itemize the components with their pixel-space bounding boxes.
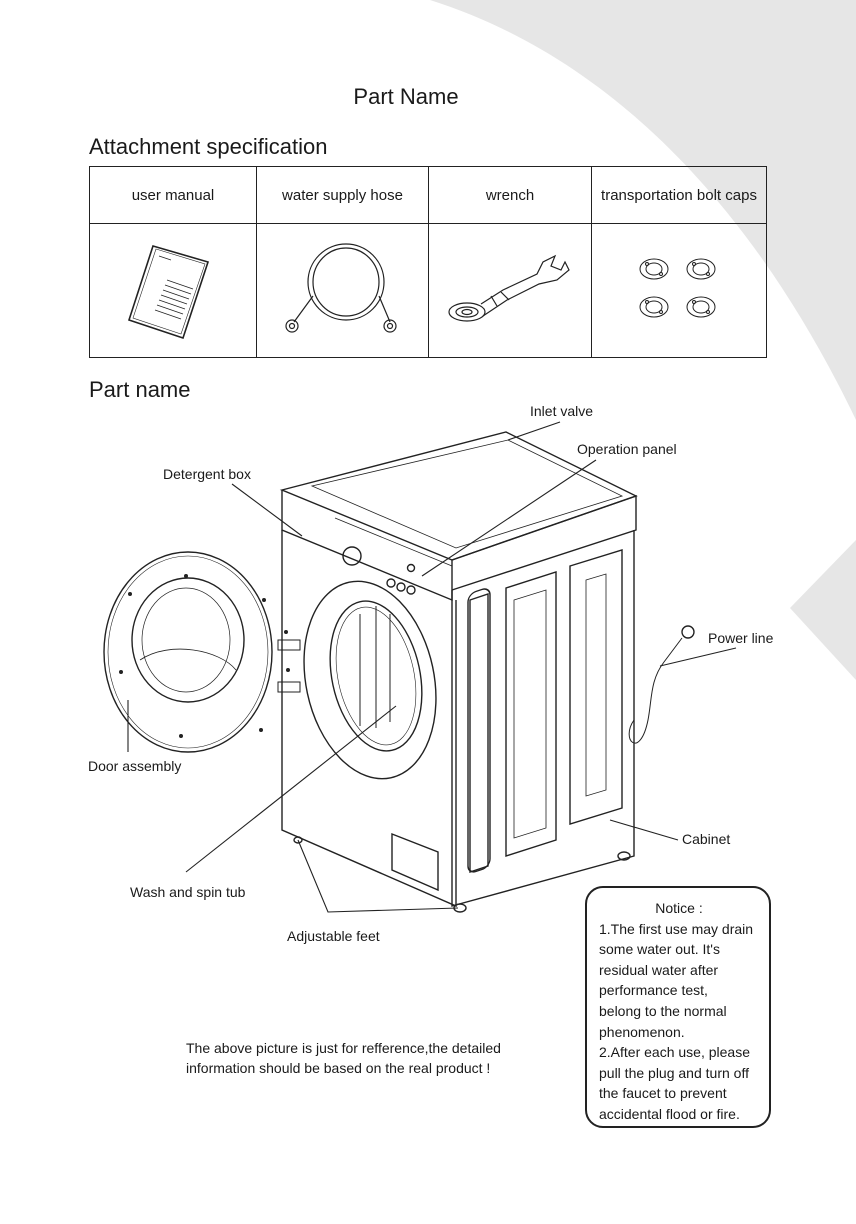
col-header-user-manual: user manual <box>89 166 257 224</box>
cell-water-hose <box>256 223 429 358</box>
page-title: Part Name <box>353 84 459 109</box>
notice-line: some water out. It's <box>599 941 720 958</box>
program-dial <box>342 546 362 566</box>
label-operation-panel: Operation panel <box>577 441 677 457</box>
notice-title: Notice : <box>655 900 703 916</box>
notice-box: Notice : 1.The first use may drain some … <box>585 886 771 1128</box>
notice-line: phenomenon. <box>599 1023 685 1040</box>
notice-line: residual water after <box>599 961 719 978</box>
cell-user-manual <box>89 223 257 358</box>
cell-bolt-caps <box>591 223 767 358</box>
leader-wash-tub <box>185 705 397 873</box>
door <box>103 551 273 753</box>
leader-operation-panel <box>421 459 597 577</box>
label-adjustable-feet: Adjustable feet <box>287 928 380 944</box>
label-wash-spin-tub: Wash and spin tub <box>130 884 246 900</box>
attachment-header-row: user manual water supply hose wrench tra… <box>89 166 767 224</box>
leader-feet <box>297 839 459 913</box>
label-power-line: Power line <box>708 630 774 646</box>
parts-heading: Part name <box>89 377 191 402</box>
attachment-table: user manual water supply hose wrench tra… <box>89 166 767 358</box>
label-detergent-box: Detergent box <box>163 466 251 482</box>
notice-line: 1.The first use may drain <box>599 920 754 937</box>
drum-opening <box>303 580 437 780</box>
disclaimer-line-2: information should be based on the real … <box>186 1060 491 1076</box>
machine-front <box>281 530 457 908</box>
notice-line: 2.After each use, please <box>599 1044 750 1061</box>
filter-hatch <box>391 832 439 892</box>
attachment-image-row <box>89 223 767 358</box>
notice-line: the faucet to prevent <box>599 1085 727 1102</box>
control-panel <box>281 490 453 602</box>
notice-line: accidental flood or fire. <box>599 1105 740 1122</box>
label-door-assembly: Door assembly <box>88 758 182 774</box>
notice-line: pull the plug and turn off <box>599 1064 749 1081</box>
attachment-heading: Attachment specification <box>89 134 328 159</box>
cell-wrench <box>428 223 592 358</box>
notice-line: performance test, <box>599 982 708 999</box>
leader-power-line <box>659 647 737 667</box>
wrench-icon <box>448 254 570 322</box>
leader-detergent-box <box>231 483 303 537</box>
machine-side <box>451 530 635 907</box>
bolt-caps-icon <box>639 258 716 317</box>
disclaimer-line-1: The above picture is just for refference… <box>186 1040 501 1056</box>
power-cord <box>628 637 683 744</box>
label-cabinet: Cabinet <box>682 831 731 847</box>
leader-cabinet <box>609 819 679 841</box>
disclaimer: The above picture is just for refference… <box>186 1038 501 1078</box>
water-hose-icon <box>284 242 397 333</box>
leader-inlet-valve <box>507 421 561 441</box>
user-manual-icon <box>127 244 210 339</box>
notice-line: belong to the normal <box>599 1002 727 1019</box>
label-inlet-valve: Inlet valve <box>530 403 594 419</box>
